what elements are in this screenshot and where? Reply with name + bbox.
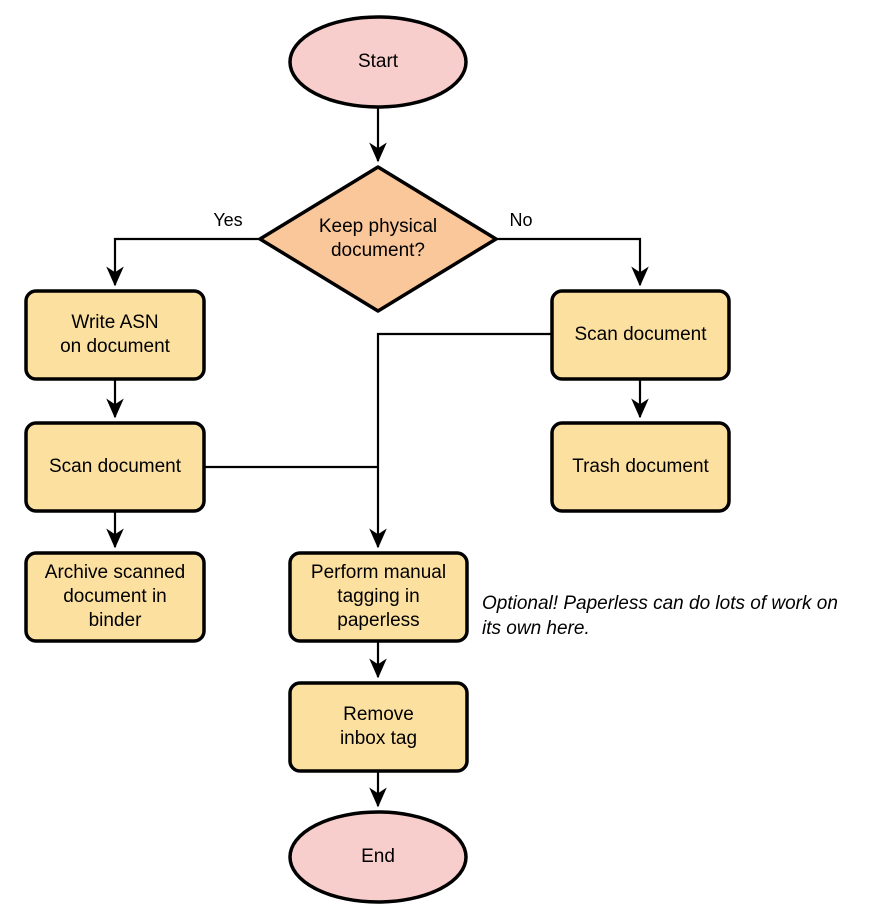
node-label-scan-document-left: Scan document bbox=[49, 456, 182, 477]
node-shape-rect bbox=[24, 421, 206, 513]
edge-path bbox=[496, 237, 649, 287]
edge-decision-no-to-scan-right: No bbox=[496, 210, 649, 287]
node-start[interactable]: Start bbox=[288, 15, 468, 109]
annotation-layer: Optional! Paperless can do lots of work … bbox=[482, 593, 838, 639]
node-label-scan-document-right: Scan document bbox=[574, 324, 707, 345]
node-label-end: End bbox=[361, 846, 395, 867]
annotation-paperless-optional-note: Optional! Paperless can do lots of work … bbox=[482, 593, 838, 639]
node-scan-document-left[interactable]: Scan document bbox=[24, 421, 206, 513]
node-shape-diamond bbox=[258, 165, 498, 313]
edge-decision-yes-to-write-asn: Yes bbox=[106, 210, 260, 287]
edge-scan-right-to-manual-tagging bbox=[369, 332, 552, 549]
edge-label-decision-no-to-scan-right: No bbox=[509, 210, 532, 230]
node-shape-rect bbox=[288, 681, 469, 773]
edge-layer: Yes No bbox=[106, 107, 649, 808]
node-label-start: Start bbox=[358, 51, 399, 72]
edge-path bbox=[369, 332, 552, 549]
node-shape-rect bbox=[288, 551, 469, 643]
node-scan-document-right[interactable]: Scan document bbox=[550, 289, 731, 381]
edge-label-decision-yes-to-write-asn: Yes bbox=[213, 210, 242, 230]
node-shape-ellipse bbox=[288, 15, 468, 109]
node-label-trash-document: Trash document bbox=[572, 456, 709, 477]
node-shape-ellipse bbox=[288, 810, 468, 904]
node-shape-rect bbox=[24, 289, 206, 381]
node-shape-rect bbox=[24, 551, 206, 643]
node-trash-document[interactable]: Trash document bbox=[550, 421, 731, 513]
node-shape-rect bbox=[550, 421, 731, 513]
edge-path bbox=[106, 237, 260, 287]
node-end[interactable]: End bbox=[288, 810, 468, 904]
node-shape-rect bbox=[550, 289, 731, 381]
